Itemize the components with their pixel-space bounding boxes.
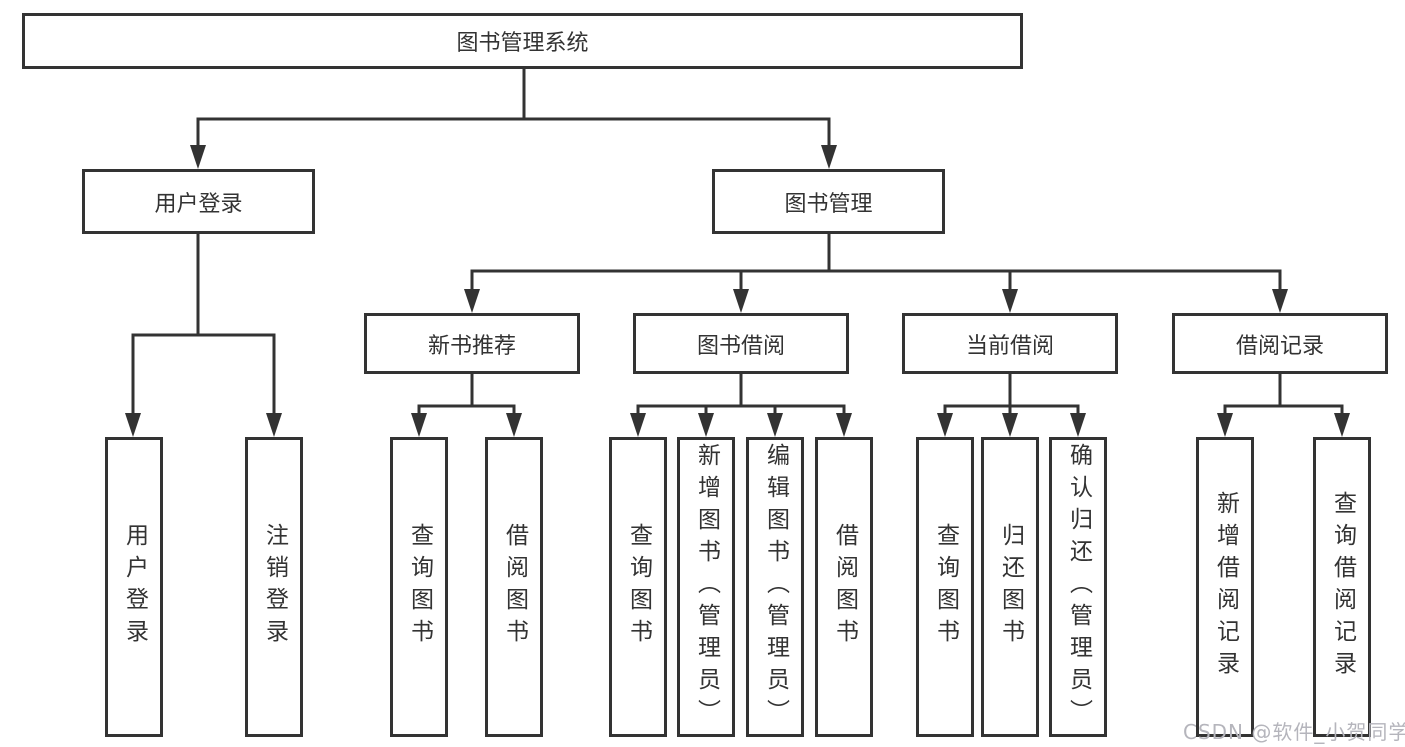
node-book-borrowing: 图书借阅	[633, 313, 849, 374]
leaf-borrowing-borrow-books: 借阅图书	[815, 437, 873, 737]
node-label: 用户登录	[154, 191, 243, 217]
node-label: 查询图书	[625, 523, 652, 651]
leaf-current-query-books: 查询图书	[916, 437, 974, 737]
node-new-book-recommendation: 新书推荐	[364, 313, 580, 374]
node-root-library-management-system: 图书管理系统	[22, 13, 1023, 69]
node-book-management: 图书管理	[712, 169, 945, 234]
node-label: 注销登录	[261, 523, 288, 651]
node-label: 当前借阅	[965, 333, 1054, 359]
leaf-recommend-query-books: 查询图书	[390, 437, 448, 737]
leaf-current-return-books: 归还图书	[981, 437, 1039, 737]
leaf-borrowing-add-books-admin: 新增图书（管理员）	[677, 437, 735, 737]
csdn-watermark: CSDN @软件_小贺同学	[1183, 720, 1405, 744]
node-current-borrowing: 当前借阅	[902, 313, 1118, 374]
node-label: 编辑图书（管理员）	[762, 443, 789, 731]
leaf-logout: 注销登录	[245, 437, 303, 737]
node-label: 新增借阅记录	[1212, 491, 1239, 683]
node-user-login: 用户登录	[82, 169, 315, 234]
leaf-recommend-borrow-books: 借阅图书	[485, 437, 543, 737]
leaf-borrowing-edit-books-admin: 编辑图书（管理员）	[746, 437, 804, 737]
node-label: 图书管理	[784, 191, 873, 217]
node-label: 新书推荐	[427, 333, 516, 359]
node-label: 查询借阅记录	[1329, 491, 1356, 683]
node-label: 图书借阅	[696, 333, 785, 359]
node-label: 图书管理系统	[456, 31, 589, 56]
node-label: 用户登录	[121, 523, 148, 651]
node-label: 查询图书	[932, 523, 959, 651]
leaf-records-query-borrow-record: 查询借阅记录	[1313, 437, 1371, 737]
node-label: 借阅图书	[501, 523, 528, 651]
node-label: 确认归还（管理员）	[1065, 443, 1092, 731]
leaf-records-add-borrow-record: 新增借阅记录	[1196, 437, 1254, 737]
node-label: 借阅记录	[1235, 333, 1324, 359]
leaf-user-login: 用户登录	[105, 437, 163, 737]
node-label: 新增图书（管理员）	[693, 443, 720, 731]
node-label: 归还图书	[997, 523, 1024, 651]
node-borrowing-records: 借阅记录	[1172, 313, 1388, 374]
leaf-borrowing-query-books: 查询图书	[609, 437, 667, 737]
node-label: 借阅图书	[831, 523, 858, 651]
leaf-current-confirm-return-admin: 确认归还（管理员）	[1049, 437, 1107, 737]
node-label: 查询图书	[406, 523, 433, 651]
